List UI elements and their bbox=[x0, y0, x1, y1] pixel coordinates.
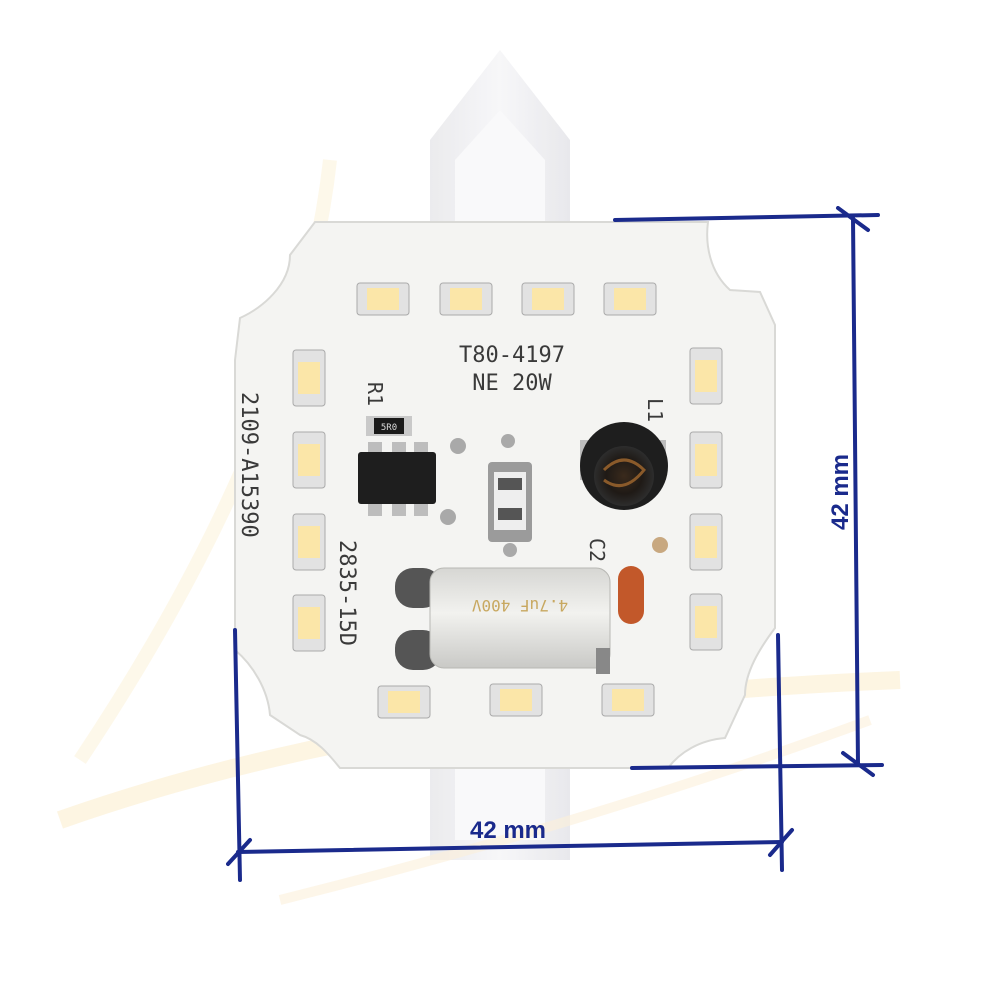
width-dimension-label: 42 mm bbox=[470, 817, 546, 844]
width-left-extension-line bbox=[233, 628, 242, 882]
board-part-number: 2109-A15390 bbox=[236, 392, 261, 538]
smd-led bbox=[689, 347, 723, 405]
smd-led bbox=[377, 685, 431, 719]
board-model-line2: NE 20W bbox=[472, 371, 552, 396]
capacitor-pad-c2 bbox=[618, 566, 644, 624]
smd-led bbox=[689, 431, 723, 489]
height-bottom-extension-line bbox=[630, 763, 884, 770]
smd-led bbox=[356, 282, 410, 316]
width-right-tick bbox=[768, 828, 794, 857]
smd-led bbox=[601, 683, 655, 717]
capacitor-rating: 4.7uF 400V bbox=[471, 596, 568, 615]
smd-led bbox=[489, 683, 543, 717]
resistor-code: 5R0 bbox=[381, 423, 397, 433]
inductor-l1 bbox=[580, 422, 668, 510]
height-top-tick bbox=[836, 206, 870, 232]
resistor-r1: 5R0 bbox=[366, 416, 412, 436]
ref-c2-label: C2 bbox=[585, 538, 609, 562]
smd-led bbox=[292, 349, 326, 407]
width-right-extension-line bbox=[776, 633, 784, 872]
driver-ic-chip bbox=[358, 442, 436, 516]
smd-led-array bbox=[292, 282, 723, 719]
fuse-component bbox=[488, 462, 532, 542]
board-model-line1: T80-4197 bbox=[459, 343, 565, 368]
electrolytic-capacitor: 4.7uF 400V bbox=[395, 567, 611, 674]
smd-led bbox=[689, 513, 723, 571]
height-dimension-line bbox=[851, 216, 860, 767]
smd-led bbox=[292, 594, 326, 652]
height-dimension-label: 42 mm bbox=[827, 454, 854, 530]
width-left-tick bbox=[226, 838, 252, 866]
width-dimension-line bbox=[236, 840, 784, 854]
dimension-lines bbox=[226, 206, 884, 882]
smd-led bbox=[603, 282, 657, 316]
smd-led bbox=[292, 431, 326, 489]
smd-led bbox=[689, 593, 723, 651]
smd-led bbox=[292, 513, 326, 571]
smd-led bbox=[439, 282, 493, 316]
ref-r1-label: R1 bbox=[363, 382, 387, 406]
height-top-extension-line bbox=[613, 213, 880, 222]
height-bottom-tick bbox=[841, 751, 875, 777]
led-spec-label: 2835-15D bbox=[334, 540, 359, 646]
ref-l1-label: L1 bbox=[643, 398, 667, 422]
vias bbox=[440, 434, 668, 557]
smd-led bbox=[521, 282, 575, 316]
